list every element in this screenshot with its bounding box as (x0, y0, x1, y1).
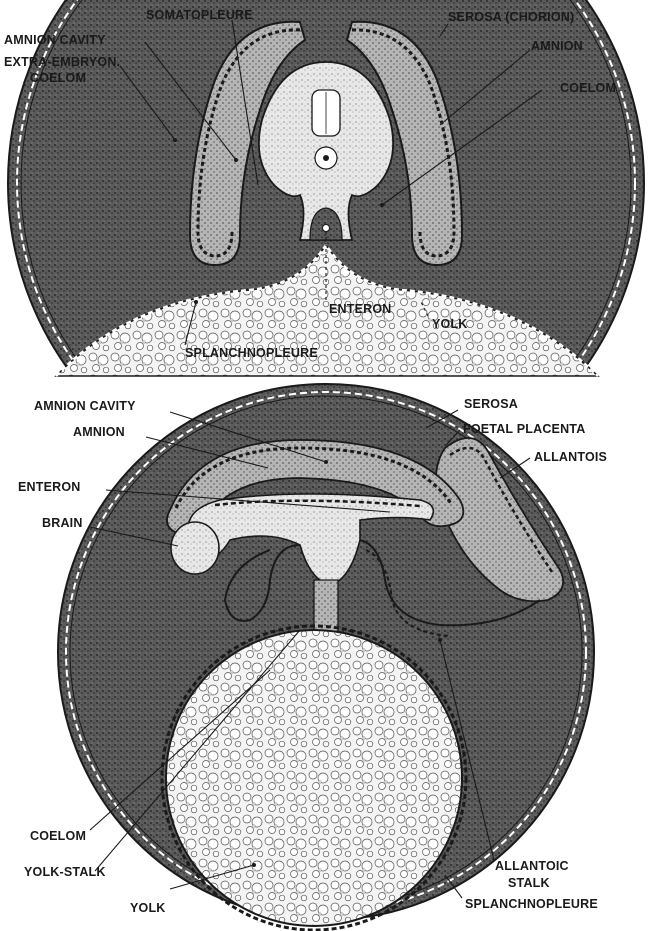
label-serosa-bottom: SEROSA (464, 397, 518, 411)
label-foetal-placenta: FOETAL PLACENTA (463, 422, 585, 436)
bottom-diagram (58, 384, 594, 930)
label-allantoic: ALLANTOIC (495, 859, 569, 873)
label-amnion-top: AMNION (531, 39, 583, 53)
label-enteron-bottom: ENTERON (18, 480, 81, 494)
label-coelom-top: COELOM (560, 81, 616, 95)
label-yolk-bottom: YOLK (130, 901, 166, 915)
label-splanchnopleure-top: SPLANCHNOPLEURE (185, 346, 318, 360)
label-serosa-chorion: SEROSA (CHORION) (448, 10, 574, 24)
label-amnion-cavity-top: AMNION CAVITY (4, 33, 106, 47)
bottom-yolk-sac (166, 630, 462, 926)
label-yolk-top: YOLK (432, 317, 468, 331)
label-amnion-bottom: AMNION (73, 425, 125, 439)
label-allantois: ALLANTOIS (534, 450, 607, 464)
label-allantoic-stalk: STALK (508, 876, 550, 890)
label-enteron-top: ENTERON (329, 302, 392, 316)
label-coelom-bottom: COELOM (30, 829, 86, 843)
bottom-brain (171, 522, 219, 574)
label-extra-embryon-coelom: COELOM (30, 71, 86, 85)
label-somatopleure: SOMATOPLEURE (146, 8, 253, 22)
label-amnion-cavity-bottom: AMNION CAVITY (34, 399, 136, 413)
label-brain: BRAIN (42, 516, 83, 530)
label-splanchnopleure-bottom: SPLANCHNOPLEURE (465, 897, 598, 911)
label-extra-embryon: EXTRA-EMBRYON. (4, 55, 120, 69)
label-yolk-stalk: YOLK-STALK (24, 865, 106, 879)
